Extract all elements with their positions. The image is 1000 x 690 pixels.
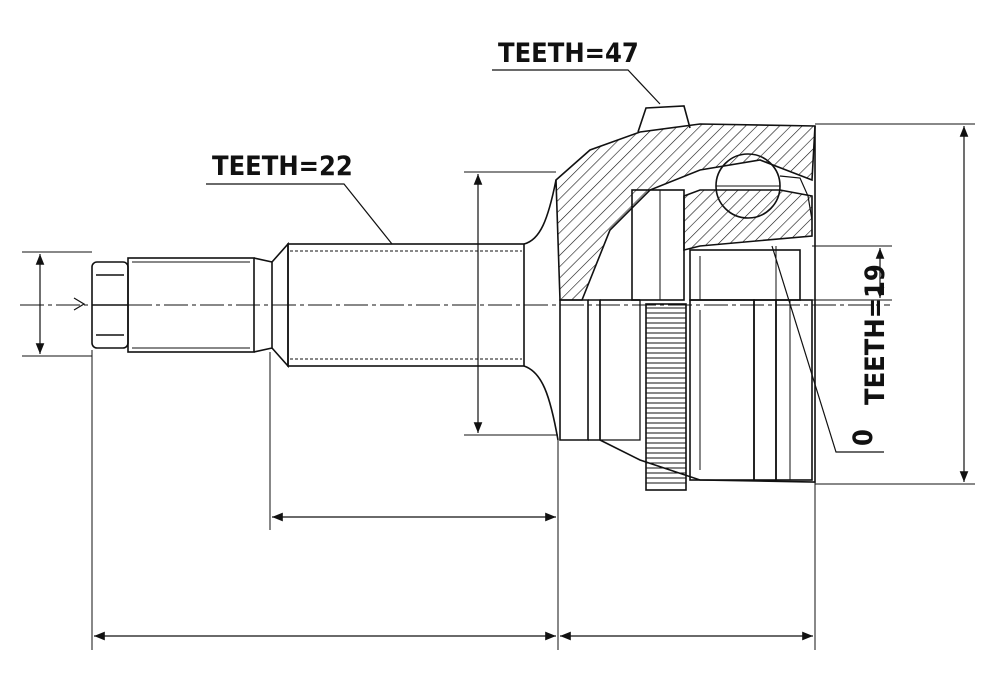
teeth-outer-label: TEETH=47 bbox=[498, 38, 639, 69]
splined-shaft bbox=[271, 179, 559, 441]
seal-mark-label: 0 bbox=[848, 429, 879, 446]
abs-ring bbox=[645, 303, 687, 491]
teeth-shaft-label: TEETH=22 bbox=[212, 151, 353, 182]
dimension-lines bbox=[35, 126, 969, 641]
leader-lines bbox=[206, 69, 884, 453]
inner-race bbox=[631, 189, 813, 481]
extension-lines bbox=[22, 123, 975, 650]
cage-edge bbox=[779, 175, 813, 221]
teeth-inner-label: TEETH=19 bbox=[860, 264, 891, 405]
